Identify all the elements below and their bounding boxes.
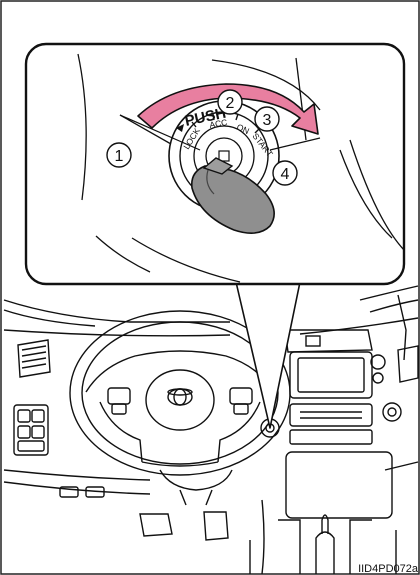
position-1-callout: 1 bbox=[107, 143, 131, 167]
position-1-label: 1 bbox=[115, 148, 124, 165]
position-3-callout: 3 bbox=[255, 107, 279, 131]
position-4-label: 4 bbox=[281, 166, 290, 183]
position-2-label: 2 bbox=[226, 95, 235, 112]
ignition-inset: PUSH LOCK ACC ON START 1 2 3 4 bbox=[26, 44, 404, 284]
position-4-callout: 4 bbox=[273, 161, 297, 185]
position-3-label: 3 bbox=[263, 112, 272, 129]
figure-code: IID4PD072a bbox=[358, 563, 418, 575]
position-2-callout: 2 bbox=[218, 90, 242, 114]
